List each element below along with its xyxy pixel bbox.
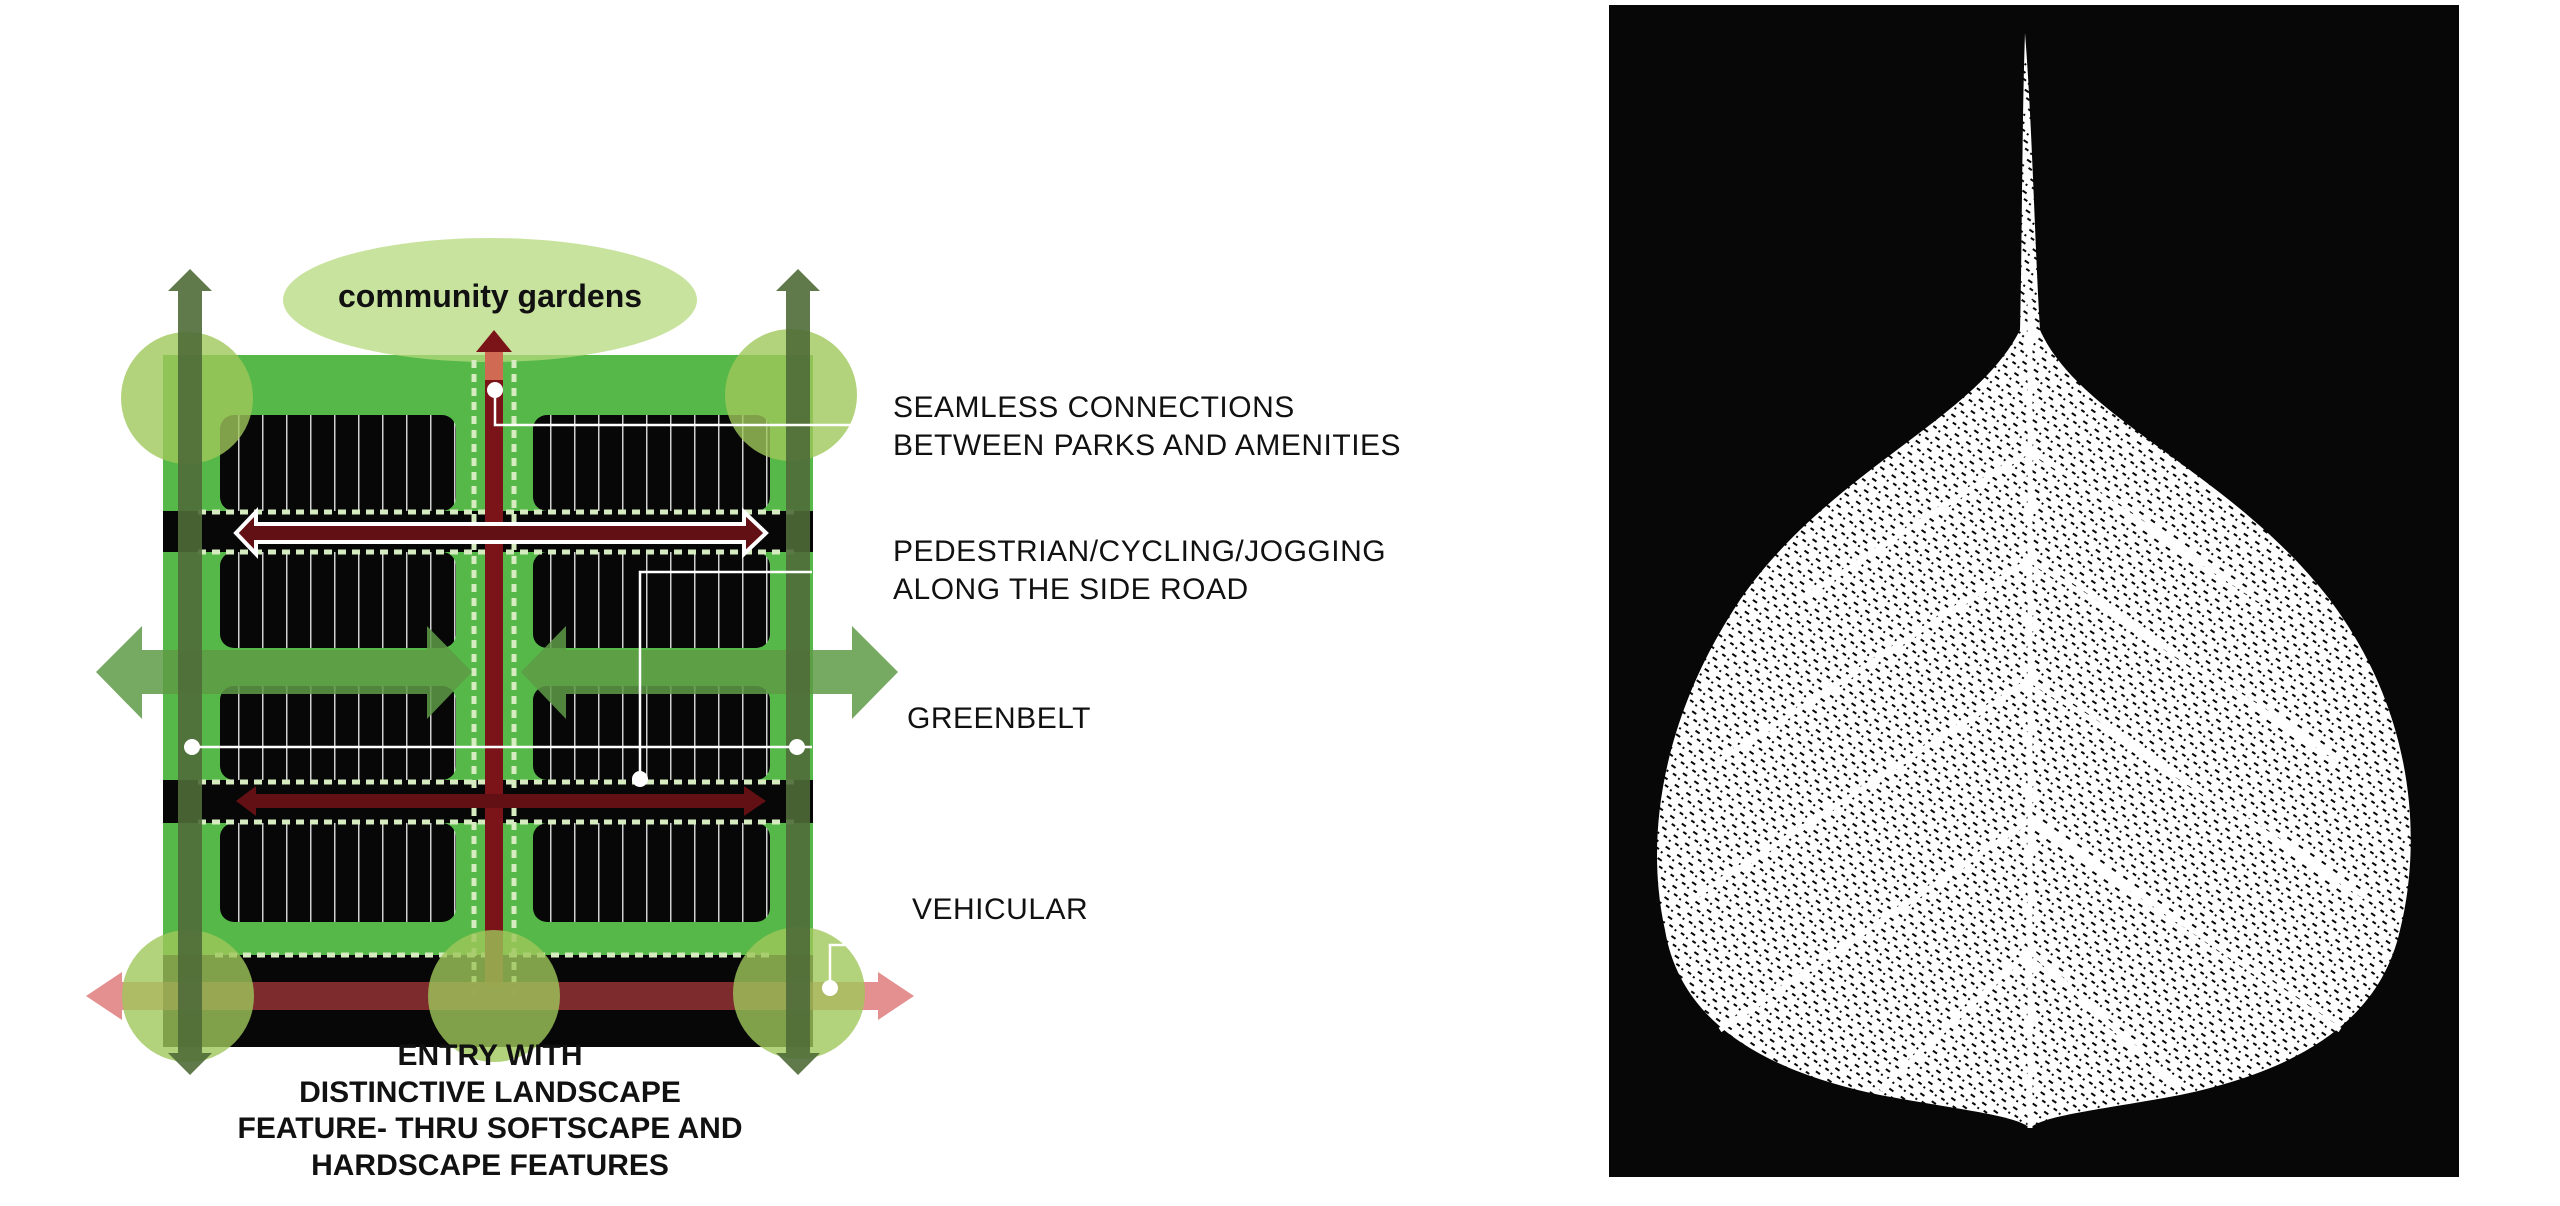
seamless-line-1: SEAMLESS CONNECTIONS [893,391,1295,424]
pedestrian-line-1: PEDESTRIAN/CYCLING/JOGGING [893,535,1387,568]
entry-line-3: FEATURE- THRU SOFTSCAPE AND [237,1112,743,1145]
vertical-arrow-left [168,269,212,1075]
leaf-veins [1688,300,2372,1128]
vertical-arrow-right [776,269,820,1075]
leader-lines [192,390,855,983]
green-arrow-left [96,626,472,719]
pedestrian-line-2: ALONG THE SIDE ROAD [893,573,1249,606]
pedestrian-label: PEDESTRIAN/CYCLING/JOGGING ALONG THE SID… [893,533,1386,609]
community-gardens-ellipse [283,238,697,362]
leaf-skeleton-image [1657,33,2411,1128]
city-blocks [220,415,770,922]
community-gardens-label: community gardens [337,278,643,314]
entry-line-2: DISTINCTIVE LANDSCAPE [299,1075,681,1109]
greenbelt-label: GREENBELT [907,702,1091,735]
entry-line-1: ENTRY WITH [397,1039,583,1072]
pedestrian-arrow-lower [236,786,766,816]
green-arrow-right [521,626,898,719]
pedestrian-arrow-upper [233,507,769,559]
seamless-line-2: BETWEEN PARKS AND AMENITIES [893,429,1402,462]
central-road-arrow [476,330,512,988]
entry-caption: ENTRY WITH DISTINCTIVE LANDSCAPE FEATURE… [190,1038,790,1184]
leader-dots [184,382,838,996]
vehicular-label: VEHICULAR [912,893,1089,926]
entry-line-4: HARDSCAPE FEATURES [311,1148,669,1182]
seamless-label: SEAMLESS CONNECTIONS BETWEEN PARKS AND A… [893,389,1401,465]
